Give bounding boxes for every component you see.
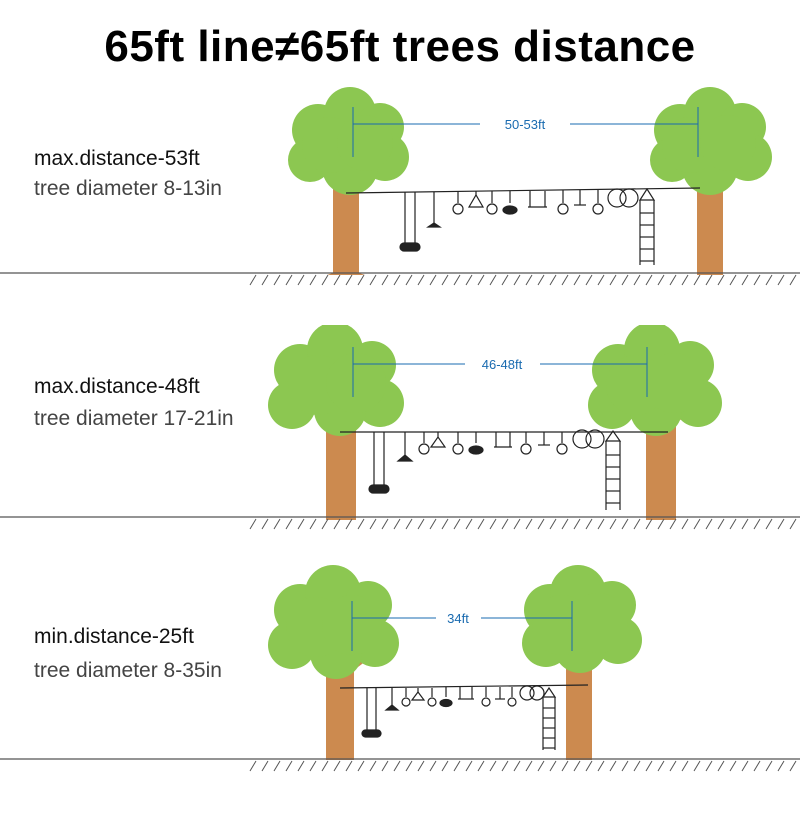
scene-diagram: 46-48ft (0, 325, 800, 530)
diameter-label: tree diameter 8-35in (34, 659, 222, 682)
span-label: 34ft (447, 611, 469, 626)
measure-line (351, 601, 573, 651)
slackline-rope (339, 684, 589, 689)
left-tree-icon (288, 87, 409, 275)
panel-min-distance-25ft: 34ft min.distance-25ft tree di (0, 565, 800, 815)
distance-label: max.distance-48ft (34, 375, 200, 398)
left-tree-icon (268, 325, 404, 520)
obstacles (368, 429, 622, 510)
left-tree-icon (268, 565, 399, 760)
distance-label: max.distance-53ft (34, 147, 200, 170)
scene-diagram: 34ft (0, 565, 800, 772)
distance-label: min.distance-25ft (34, 625, 194, 648)
right-tree-icon (650, 87, 772, 275)
ground-hatch (249, 274, 797, 286)
panel-max-distance-48ft: 46-48ft max.distance-48ft tree (0, 325, 800, 575)
panel-max-distance-53ft: 50-53ft max.dista (0, 85, 800, 335)
scene-diagram: 50-53ft (0, 87, 800, 286)
span-label: 46-48ft (482, 357, 523, 372)
ground-hatch (249, 518, 797, 530)
ground-hatch (249, 760, 797, 772)
page-title: 65ft line≠65ft trees distance (104, 22, 696, 71)
measure-line (352, 347, 648, 397)
measure-line (352, 107, 699, 157)
right-tree-icon (522, 565, 642, 760)
obstacles (361, 685, 557, 750)
right-tree-icon (588, 325, 722, 520)
diameter-label: tree diameter 17-21in (34, 407, 234, 430)
span-label: 50-53ft (505, 117, 546, 132)
diameter-label: tree diameter 8-13in (34, 177, 222, 200)
obstacles (399, 187, 656, 265)
